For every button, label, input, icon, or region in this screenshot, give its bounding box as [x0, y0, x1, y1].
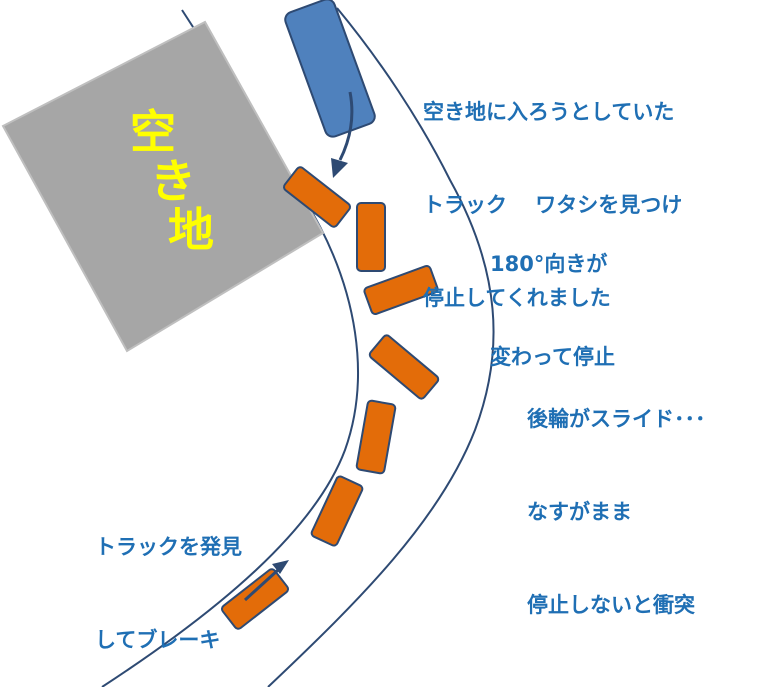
- car-position-3: [355, 399, 397, 475]
- truck-icon: [284, 0, 376, 138]
- vacant-lot-label-char-2: き: [150, 154, 196, 208]
- car-direction-arrow: [243, 568, 280, 602]
- truck-stopped-note: 空き地に入ろうとしていた トラック ワタシを見つけ 停止してくれました: [423, 35, 682, 345]
- slide-note-line-1: 後輪がスライド･･･: [527, 407, 706, 431]
- road-inner-edge: [101, 9, 359, 687]
- truck-note-line-2: トラック ワタシを見つけ: [423, 193, 683, 217]
- car-direction-arrowhead: [272, 560, 289, 574]
- vacant-lot-label-char-1: 空: [130, 105, 176, 159]
- car-position-5: [363, 265, 439, 315]
- turn-note-line-1: 180°向きが: [490, 252, 608, 276]
- car-position-7: [282, 166, 352, 228]
- truck-note-line-1: 空き地に入ろうとしていた: [423, 100, 675, 124]
- truck-stop-arrowhead: [331, 158, 348, 178]
- car-position-2: [310, 475, 364, 547]
- car-position-6: [356, 202, 386, 272]
- brake-note: トラックを発見 してブレーキ: [95, 470, 242, 687]
- car-position-4: [368, 334, 440, 400]
- slide-note-line-2: なすがまま: [527, 500, 632, 524]
- truck-note-line-3: 停止してくれました: [423, 286, 611, 310]
- vacant-lot-label: 空 き 地: [130, 105, 214, 257]
- car-trajectory: [220, 166, 440, 630]
- slide-note-line-3: 停止しないと衝突: [527, 593, 695, 617]
- truck-stop-arrow: [338, 91, 354, 161]
- turned-around-note: 180°向きが 変わって停止: [490, 187, 615, 404]
- vacant-lot: 空 き 地: [1, 20, 325, 353]
- rear-wheel-slide-note: 後輪がスライド･･･ なすがまま 停止しないと衝突: [527, 342, 706, 652]
- road-outer-edge: [267, 7, 495, 687]
- vacant-lot-area: [1, 20, 325, 353]
- brake-note-line-1: トラックを発見: [95, 535, 242, 559]
- car-position-1: [220, 568, 290, 630]
- vacant-lot-label-char-3: 地: [168, 203, 214, 257]
- turn-note-line-2: 変わって停止: [490, 345, 615, 369]
- brake-note-line-2: してブレーキ: [95, 628, 221, 652]
